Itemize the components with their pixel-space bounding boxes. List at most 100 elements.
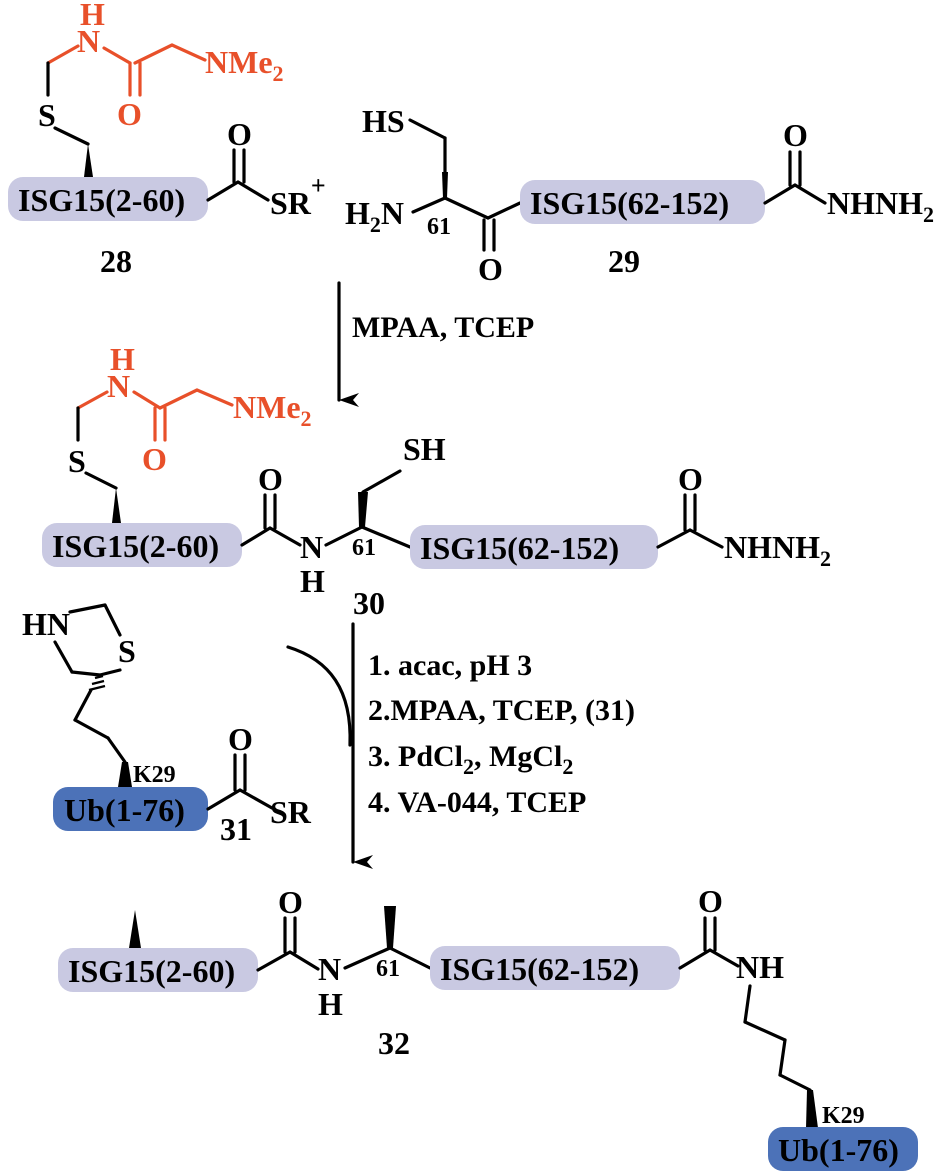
conditions-step-2-3: 3. PdCl2, MgCl2 bbox=[368, 740, 573, 779]
bond bbox=[84, 471, 118, 490]
bond bbox=[236, 180, 270, 202]
isg15-2-60-box bbox=[8, 177, 208, 221]
aux-bond bbox=[46, 44, 80, 65]
s-atom: S bbox=[118, 633, 136, 669]
position-61: 61 bbox=[376, 956, 400, 982]
aux-h-atom: H bbox=[110, 341, 135, 377]
compound-28: H N NMe2 O S ISG15(2-60) O SR+ 28 bbox=[8, 0, 326, 279]
isg15-2-60-label: ISG15(2-60) bbox=[18, 182, 185, 218]
stereo-wedge bbox=[806, 1090, 818, 1128]
o-atom: O bbox=[227, 116, 252, 152]
bond bbox=[763, 183, 797, 205]
bond bbox=[778, 1073, 812, 1092]
curved-reagent-arrow bbox=[286, 645, 352, 747]
bond bbox=[103, 603, 122, 637]
conditions-step-2-1: 1. acac, pH 3 bbox=[368, 649, 532, 682]
s-atom: S bbox=[38, 97, 56, 133]
bond bbox=[324, 525, 364, 547]
bond bbox=[443, 196, 490, 220]
bond bbox=[53, 126, 90, 146]
compound-31: HN S K29 Ub(1-76) O SR 31 bbox=[22, 603, 312, 847]
isg15-62-152-box bbox=[520, 180, 765, 224]
bond bbox=[388, 946, 432, 970]
compound-32: ISG15(2-60) O N H 61 ISG15(62-152) O NH … bbox=[58, 883, 918, 1171]
aux-bond bbox=[132, 390, 162, 410]
bond bbox=[256, 950, 292, 972]
position-61: 61 bbox=[427, 214, 451, 240]
bond bbox=[678, 948, 712, 970]
bond bbox=[68, 603, 107, 614]
isg15-62-152-label: ISG15(62-152) bbox=[440, 951, 639, 987]
bond bbox=[73, 688, 93, 722]
isg15-2-60-box bbox=[58, 948, 258, 992]
compound-number-32: 32 bbox=[378, 1025, 410, 1061]
stereo-wedge bbox=[84, 144, 93, 177]
stereo-wedge bbox=[358, 492, 368, 527]
hydrazide-group: NHNH2 bbox=[724, 529, 831, 571]
isg15-62-152-box bbox=[430, 946, 680, 990]
bond bbox=[793, 183, 827, 205]
amide-nh-group: NH bbox=[736, 949, 784, 985]
isg15-62-152-label: ISG15(62-152) bbox=[530, 185, 729, 221]
bond bbox=[53, 640, 74, 674]
amide-h-atom: H bbox=[300, 563, 325, 599]
amide-n-atom: N bbox=[318, 951, 341, 987]
conditions-step-2-2: 2.MPAA, TCEP, (31) bbox=[368, 694, 635, 727]
bond bbox=[486, 201, 522, 220]
stereo-wedge bbox=[442, 172, 448, 198]
o-atom: O bbox=[278, 884, 303, 920]
o-atom: O bbox=[698, 883, 723, 919]
aux-bond bbox=[158, 388, 199, 410]
nme2-group: NMe2 bbox=[233, 389, 312, 431]
ub-1-76-label: Ub(1-76) bbox=[778, 1132, 899, 1168]
bond bbox=[70, 670, 102, 677]
bond bbox=[743, 1020, 787, 1042]
ub-1-76-box bbox=[53, 787, 208, 831]
bond bbox=[743, 984, 752, 1024]
bond bbox=[240, 526, 272, 547]
compound-30: H N NMe2 O S ISG15(2-60) O N H SH 61 ISG… bbox=[42, 341, 831, 621]
bond bbox=[408, 118, 447, 140]
bond bbox=[73, 718, 110, 740]
bond bbox=[238, 788, 274, 810]
bond bbox=[343, 946, 392, 970]
k29-label: K29 bbox=[822, 1103, 865, 1129]
conditions-step-2-4: 4. VA-044, TCEP bbox=[368, 786, 586, 819]
compound-29: HS H2N 61 O ISG15(62-152) O NHNH2 29 bbox=[345, 103, 934, 287]
compound-number-30: 30 bbox=[353, 585, 385, 621]
stereo-wedge bbox=[384, 906, 396, 948]
compound-number-28: 28 bbox=[100, 243, 132, 279]
isg15-2-60-box bbox=[42, 523, 242, 567]
s-atom: S bbox=[68, 443, 86, 479]
stereo-wedge bbox=[112, 488, 121, 523]
aux-o-atom: O bbox=[142, 441, 167, 477]
hs-group: HS bbox=[362, 103, 405, 139]
stereo-wedge bbox=[118, 762, 132, 787]
bond bbox=[778, 1038, 787, 1077]
aux-bond bbox=[102, 46, 132, 65]
bond bbox=[206, 180, 240, 202]
sh-group: SH bbox=[403, 431, 446, 467]
aux-bond bbox=[170, 43, 207, 62]
bond bbox=[106, 736, 127, 764]
o-atom: O bbox=[228, 721, 253, 757]
isg15-2-60-label: ISG15(2-60) bbox=[52, 528, 219, 564]
bond bbox=[708, 948, 740, 968]
amide-n-atom: N bbox=[300, 529, 323, 565]
thioester-sr: SR bbox=[270, 794, 312, 830]
hydrazide-group: NHNH2 bbox=[827, 185, 934, 227]
bond bbox=[206, 788, 242, 811]
position-61: 61 bbox=[352, 535, 376, 561]
nme2-group: NMe2 bbox=[205, 44, 284, 86]
k29-label: K29 bbox=[133, 762, 176, 788]
aux-o-atom: O bbox=[117, 96, 142, 132]
ub-1-76-label: Ub(1-76) bbox=[64, 792, 185, 828]
aux-n-atom: N bbox=[77, 23, 100, 59]
bond bbox=[656, 528, 692, 549]
hn-group: HN bbox=[22, 606, 70, 642]
stereo-hash bbox=[88, 674, 106, 692]
aux-bond bbox=[76, 390, 109, 410]
amide-h-atom: H bbox=[318, 986, 343, 1022]
stereo-wedge bbox=[129, 910, 141, 948]
